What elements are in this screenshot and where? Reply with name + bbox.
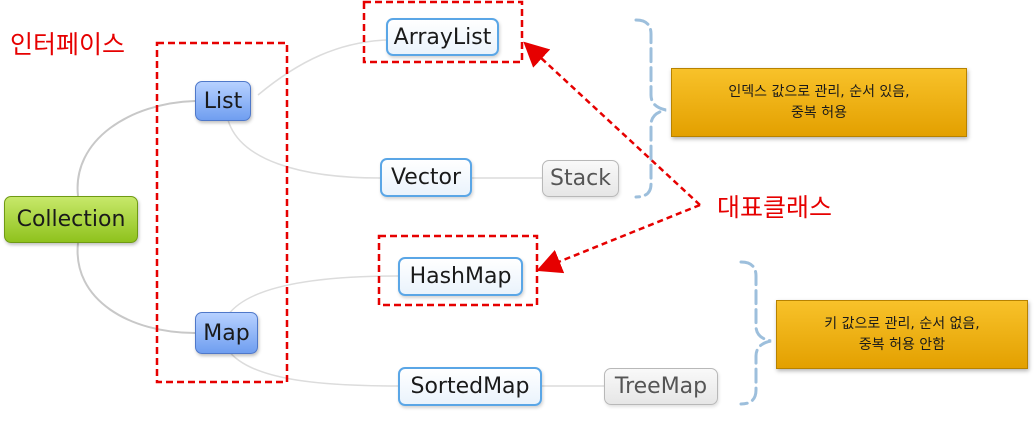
child-branches <box>227 39 604 387</box>
hashmap-class-node[interactable]: HashMap <box>398 257 523 296</box>
branch-list-arraylist <box>257 39 387 96</box>
map-description-note: 키 값으로 관리, 순서 없음, 중복 허용 안함 <box>776 300 1028 369</box>
arraylist-highlight-box <box>362 0 524 64</box>
list-brace <box>634 18 667 199</box>
list-description-note: 인덱스 값으로 관리, 순서 있음, 중복 허용 <box>671 68 967 137</box>
arrow-to-hashmap <box>536 203 701 274</box>
branch-list-vector <box>227 119 381 179</box>
collection-root-node[interactable]: Collection <box>4 196 138 243</box>
sortedmap-class-node[interactable]: SortedMap <box>398 367 542 406</box>
stack-class-node[interactable]: Stack <box>542 160 619 197</box>
tree-branches <box>76 100 196 334</box>
branch-map-hashmap <box>227 275 399 316</box>
map-brace <box>739 260 772 406</box>
interface-annotation-label: 인터페이스 <box>10 30 126 59</box>
map-interface-node[interactable]: Map <box>195 312 258 354</box>
grouping-braces <box>634 18 772 406</box>
representative-arrows <box>523 41 701 274</box>
list-interface-node[interactable]: List <box>195 81 251 121</box>
interface-highlight-box <box>155 41 289 384</box>
branch-map-sortedmap <box>227 349 399 387</box>
treemap-class-node[interactable]: TreeMap <box>604 368 718 405</box>
representative-class-annotation-label: 대표클래스 <box>717 193 833 222</box>
branch-collection-map <box>76 242 196 334</box>
arraylist-class-node[interactable]: ArrayList <box>386 18 499 56</box>
branch-collection-list <box>76 100 196 197</box>
vector-class-node[interactable]: Vector <box>380 158 472 197</box>
